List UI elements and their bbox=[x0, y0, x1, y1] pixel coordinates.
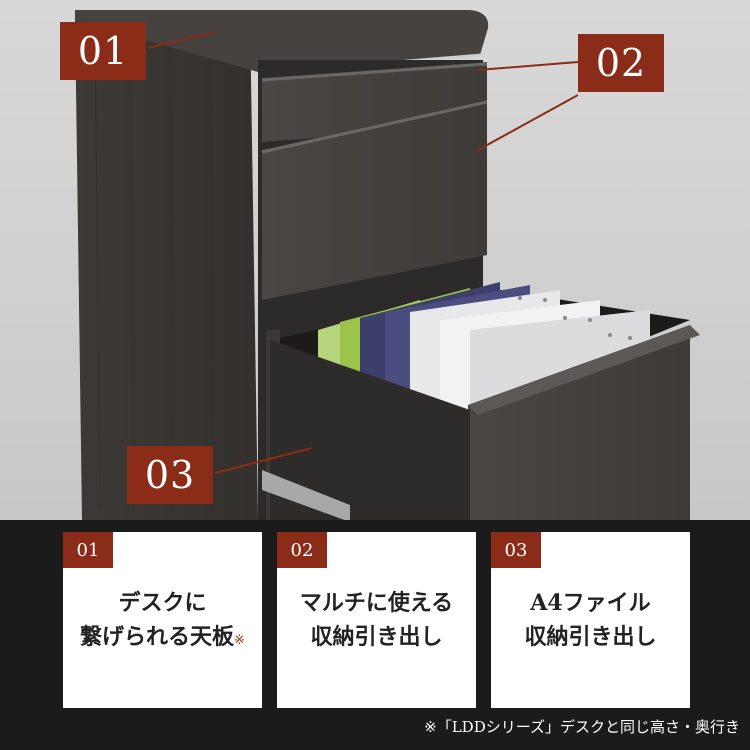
drawer-two bbox=[262, 100, 487, 300]
feature-line-2: 収納引き出し bbox=[310, 624, 443, 650]
feature-line-1: A4ファイル bbox=[530, 590, 651, 616]
feature-line-2-wrapper: 繋げられる天板※ bbox=[63, 620, 262, 658]
callout-tag-01: 01 bbox=[60, 22, 146, 80]
feature-number: 02 bbox=[277, 532, 327, 568]
feature-card-03: 03 A4ファイル 収納引き出し bbox=[491, 532, 690, 708]
drawer-three-front bbox=[468, 325, 690, 520]
feature-line-2: 繋げられる天板 bbox=[80, 624, 235, 650]
feature-number: 03 bbox=[491, 532, 541, 568]
feature-card-01: 01 デスクに 繋げられる天板※ bbox=[63, 532, 262, 708]
feature-line-1: デスクに bbox=[118, 590, 207, 616]
cabinet-side-panel bbox=[75, 15, 258, 520]
feature-description: デスクに 繋げられる天板※ bbox=[63, 586, 262, 658]
callout-tag-02: 02 bbox=[578, 34, 664, 92]
feature-number: 01 bbox=[63, 532, 113, 568]
note-mark: ※ bbox=[234, 633, 245, 648]
cabinet-illustration bbox=[75, 10, 700, 520]
feature-description: マルチに使える 収納引き出し bbox=[277, 586, 476, 654]
footnote: ※「LDDシリーズ」デスクと同じ高さ・奥行き bbox=[424, 718, 740, 736]
product-photo: 01 02 03 bbox=[0, 0, 750, 520]
feature-card-02: 02 マルチに使える 収納引き出し bbox=[277, 532, 476, 708]
drawer-slide-rail bbox=[262, 470, 350, 520]
feature-line-1: マルチに使える bbox=[299, 590, 454, 616]
cabinet-top-panel bbox=[75, 10, 489, 72]
callout-tag-03: 03 bbox=[127, 446, 213, 504]
feature-line-2: 収納引き出し bbox=[524, 624, 657, 650]
feature-description: A4ファイル 収納引き出し bbox=[491, 586, 690, 654]
